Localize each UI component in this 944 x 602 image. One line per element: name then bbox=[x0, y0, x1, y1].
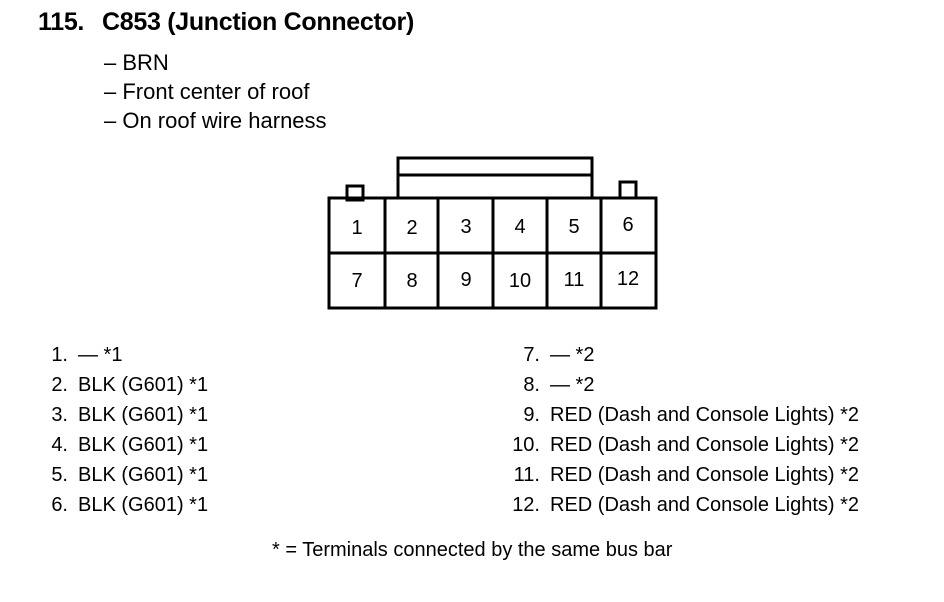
pin-description: RED (Dash and Console Lights) *2 bbox=[550, 464, 860, 486]
pin-description: BLK (G601) *1 bbox=[78, 434, 209, 456]
pin-number: 11. bbox=[513, 464, 540, 486]
pin-list-left: 1. — *1 2. BLK (G601) *1 3. BLK (G601) *1 4… bbox=[40, 340, 208, 520]
pin-number: 8. bbox=[523, 374, 540, 396]
pin-row: 12. RED (Dash and Console Lights) *2 bbox=[500, 490, 859, 520]
connector-name: C853 (Junction Connector) bbox=[102, 8, 414, 36]
connector-details: – BRN – Front center of roof – On roof w… bbox=[104, 48, 327, 135]
cavity-label: 3 bbox=[460, 216, 471, 238]
pin-description: — *1 bbox=[78, 344, 123, 366]
cavity-label: 4 bbox=[514, 216, 525, 238]
pin-row: 10. RED (Dash and Console Lights) *2 bbox=[500, 430, 859, 460]
cavity-label: 10 bbox=[509, 270, 531, 292]
cavity-label: 8 bbox=[406, 270, 417, 292]
connector-tab-left bbox=[345, 184, 365, 202]
cavity-label: 6 bbox=[622, 214, 633, 236]
pin-number: 10. bbox=[512, 434, 540, 456]
pin-number: 3. bbox=[51, 404, 68, 426]
connector-latch bbox=[396, 156, 594, 200]
detail-harness: – On roof wire harness bbox=[104, 108, 327, 133]
cavity-label: 11 bbox=[564, 269, 585, 291]
cavity-label: 12 bbox=[617, 268, 639, 290]
pin-description: — *2 bbox=[550, 374, 595, 396]
cavity-label: 7 bbox=[351, 270, 362, 292]
pin-number: 4. bbox=[51, 434, 68, 456]
pin-row: 3. BLK (G601) *1 bbox=[40, 400, 208, 430]
detail-location: – Front center of roof bbox=[104, 79, 310, 104]
pin-description: — *2 bbox=[550, 344, 595, 366]
pin-description: BLK (G601) *1 bbox=[78, 464, 209, 486]
pin-row: 9. RED (Dash and Console Lights) *2 bbox=[500, 400, 859, 430]
pin-number: 9. bbox=[523, 404, 540, 426]
pin-number: 7. bbox=[523, 344, 540, 366]
pin-number: 5. bbox=[51, 464, 68, 486]
pin-row: 4. BLK (G601) *1 bbox=[40, 430, 208, 460]
pin-row: 2. BLK (G601) *1 bbox=[40, 370, 208, 400]
connector-tab-right bbox=[618, 180, 638, 200]
item-number: 115. bbox=[38, 8, 85, 36]
pin-description: BLK (G601) *1 bbox=[78, 404, 209, 426]
pin-description: BLK (G601) *1 bbox=[78, 494, 209, 516]
pin-row: 7. — *2 bbox=[500, 340, 859, 370]
bus-bar-footnote: * = Terminals connected by the same bus … bbox=[272, 539, 673, 561]
pin-number: 12. bbox=[512, 494, 540, 516]
cavity-label: 2 bbox=[406, 217, 417, 239]
cavity-label: 1 bbox=[351, 217, 362, 239]
pin-list-right: 7. — *2 8. — *2 9. RED (Dash and Console Li… bbox=[500, 340, 859, 520]
pin-description: RED (Dash and Console Lights) *2 bbox=[550, 494, 860, 516]
pin-number: 1. bbox=[51, 344, 68, 366]
pin-number: 2. bbox=[51, 374, 68, 396]
connector-title: 115. C853 (Junction Connector) bbox=[38, 8, 414, 37]
pin-row: 11. RED (Dash and Console Lights) *2 bbox=[500, 460, 859, 490]
cavity-label: 9 bbox=[460, 269, 471, 291]
pin-row: 8. — *2 bbox=[500, 370, 859, 400]
pin-description: BLK (G601) *1 bbox=[78, 374, 209, 396]
connector-face-diagram: 1 2 3 4 5 6 7 8 9 10 11 12 bbox=[327, 156, 658, 310]
pin-row: 6. BLK (G601) *1 bbox=[40, 490, 208, 520]
pin-description: RED (Dash and Console Lights) *2 bbox=[550, 404, 860, 426]
cavity-label: 5 bbox=[568, 216, 579, 238]
pin-row: 5. BLK (G601) *1 bbox=[40, 460, 208, 490]
detail-color: – BRN bbox=[104, 50, 169, 75]
pin-row: 1. — *1 bbox=[40, 340, 208, 370]
pin-number: 6. bbox=[51, 494, 68, 516]
pin-description: RED (Dash and Console Lights) *2 bbox=[550, 434, 860, 456]
